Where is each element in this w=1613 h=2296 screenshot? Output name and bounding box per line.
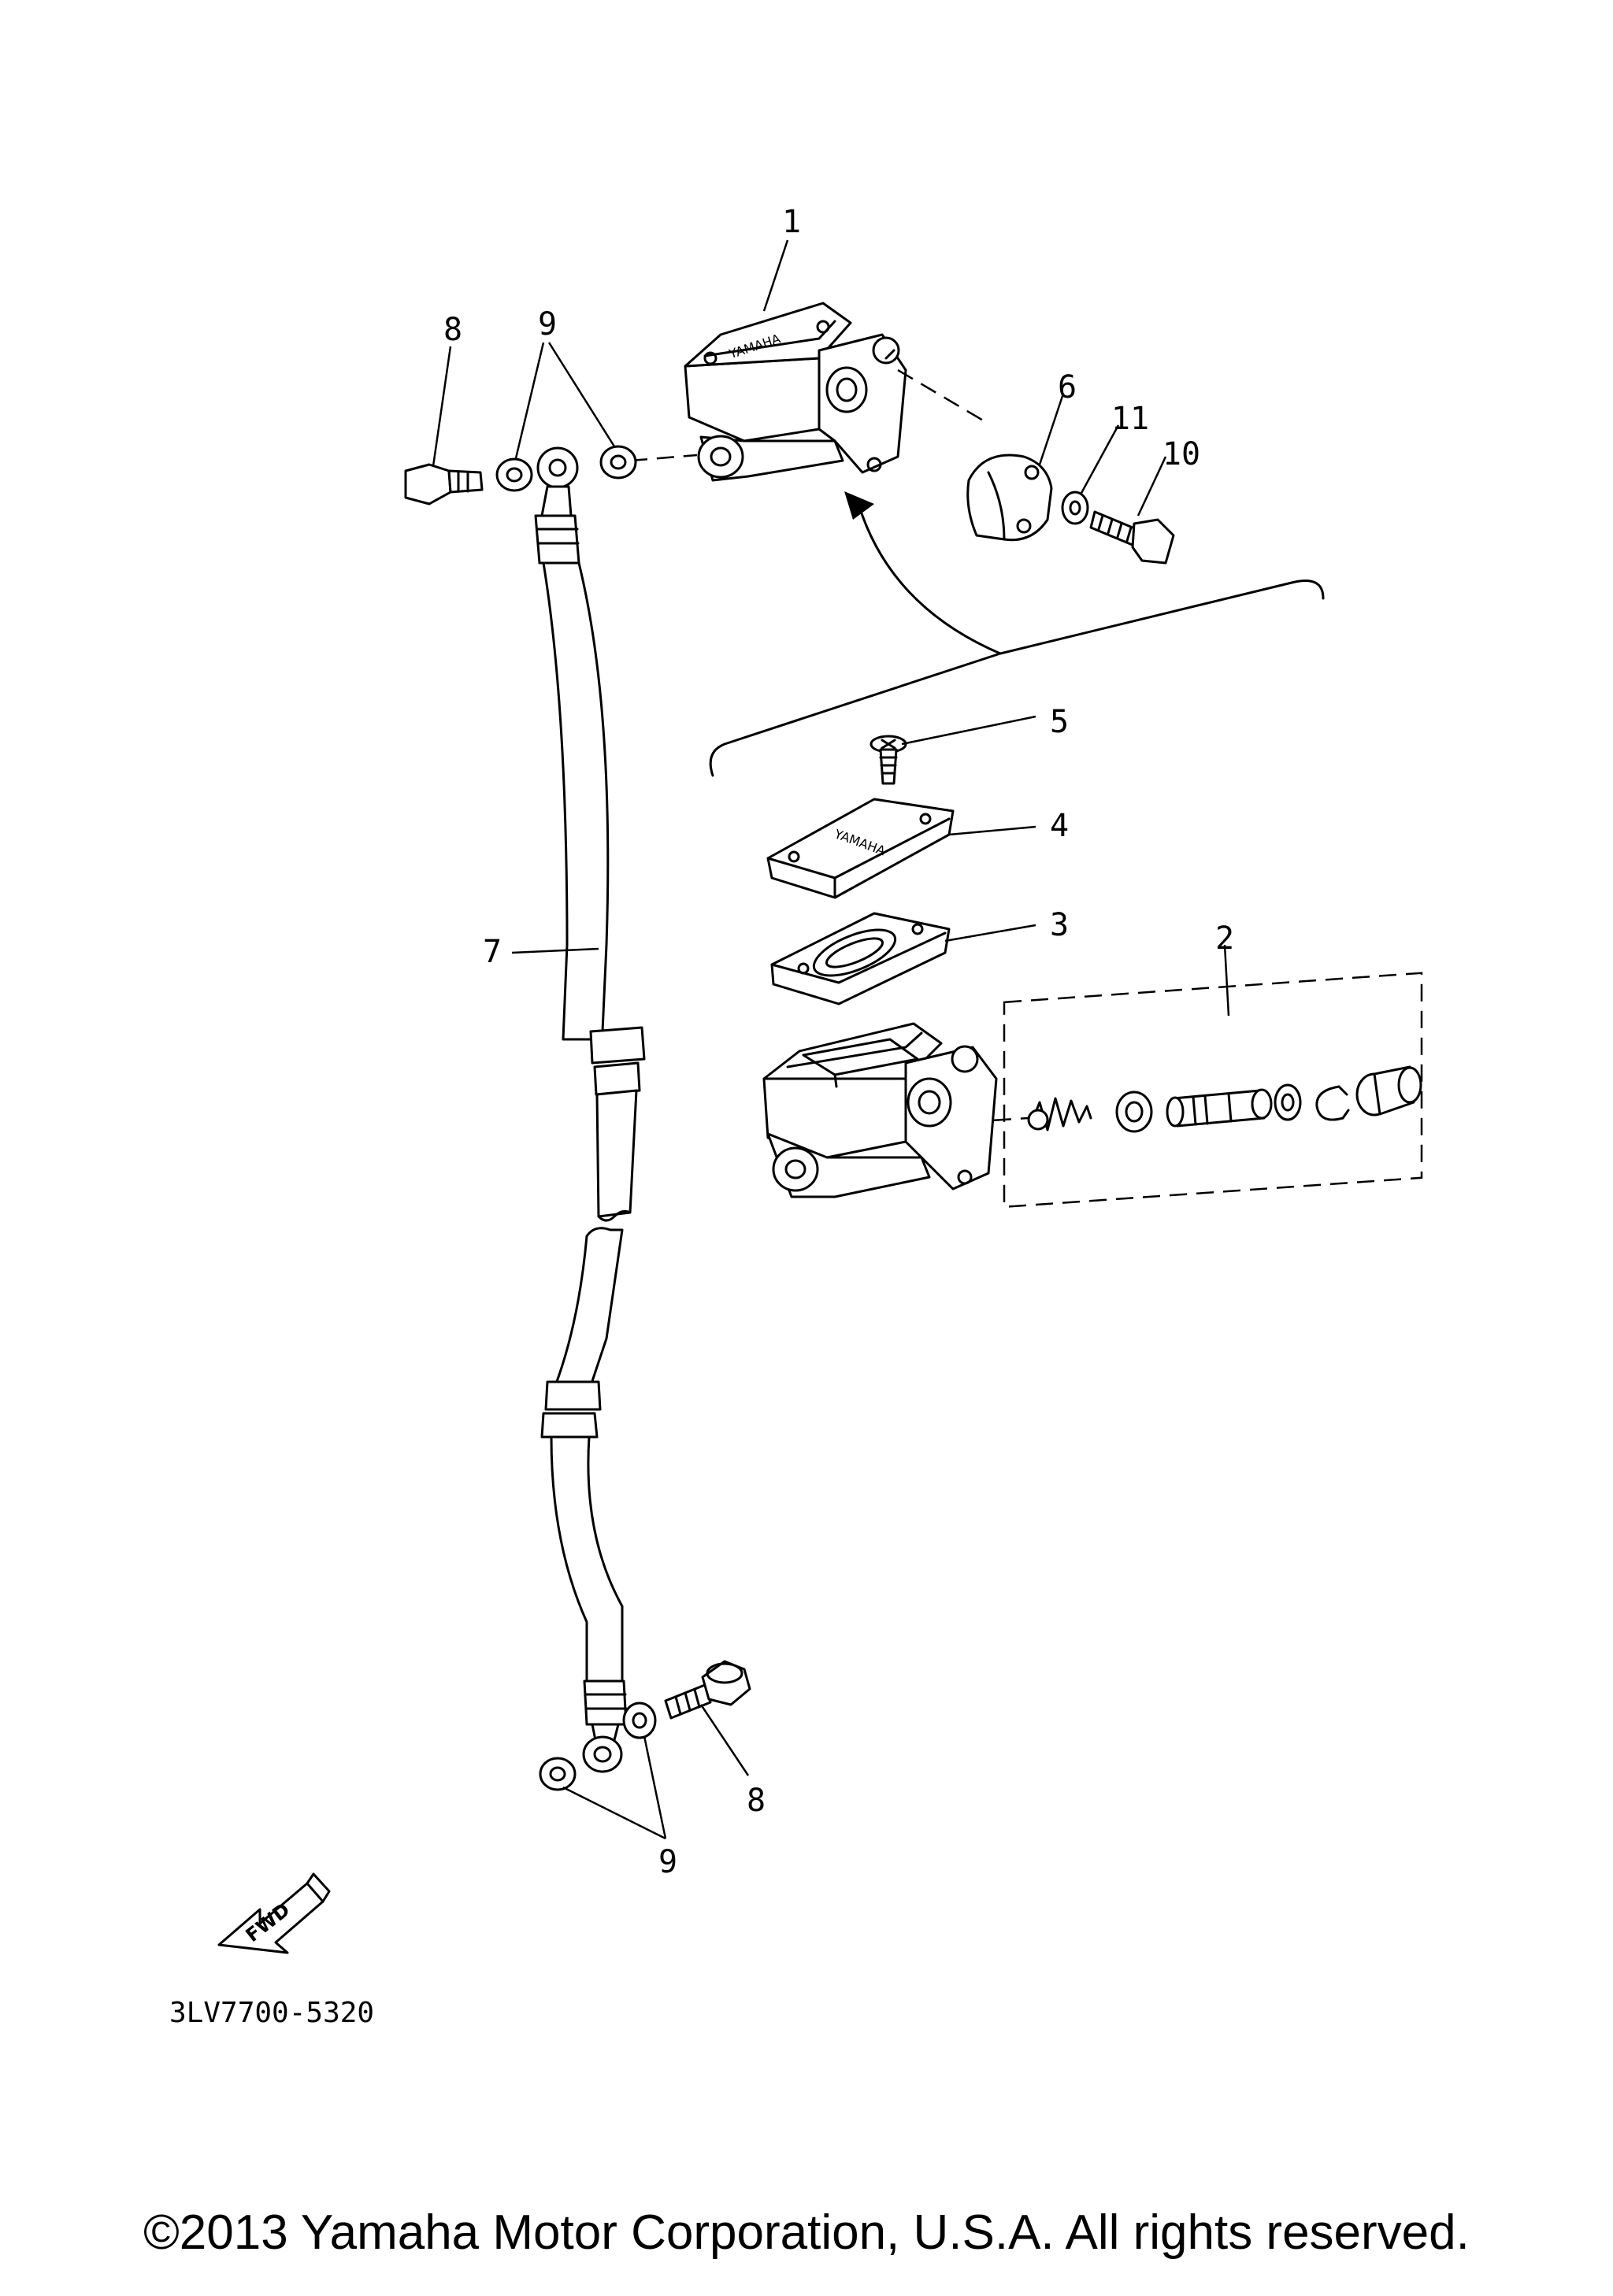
banjo-bolt-top [404, 463, 484, 505]
assembly-arrow-head [844, 491, 874, 520]
brake-hose [534, 446, 646, 1773]
callout-8-bottom: 8 [747, 1783, 766, 1819]
callout-3: 3 [1050, 907, 1069, 943]
callout-11: 11 [1111, 401, 1149, 437]
assembly-arrow [857, 502, 1002, 655]
master-cylinder-body [762, 1022, 998, 1198]
callout-4: 4 [1050, 808, 1069, 844]
diaphragm-3 [770, 912, 951, 1005]
crush-washer-top-left [495, 457, 533, 492]
crush-washer-top-right [599, 445, 637, 480]
exploded-view-bracket [709, 580, 1325, 777]
callout-8-top: 8 [443, 312, 462, 348]
piston-kit-box [1003, 972, 1423, 1209]
callout-7: 7 [483, 934, 502, 970]
master-cylinder-holder [966, 454, 1053, 542]
callout-2: 2 [1215, 920, 1234, 957]
banjo-bolt-bottom [664, 1660, 751, 1720]
crush-washer-bottom-right [622, 1702, 657, 1739]
connection-line [897, 368, 985, 423]
crush-washer-bottom-left [539, 1757, 577, 1791]
connection-line [629, 454, 698, 462]
copyright-notice: ©2013 Yamaha Motor Corporation, U.S.A. A… [143, 2205, 1470, 2260]
leader-lines [432, 239, 1230, 1840]
washer-11 [1061, 491, 1089, 525]
callout-9-top: 9 [538, 306, 557, 343]
screw-5 [870, 735, 907, 785]
piston-kit-parts [1027, 1065, 1422, 1133]
bolt-10 [1089, 510, 1175, 565]
callout-1: 1 [782, 204, 801, 240]
callout-9-bottom: 9 [658, 1844, 677, 1880]
reservoir-cover-4: YAMAHA [766, 798, 955, 899]
callout-10: 10 [1162, 436, 1200, 472]
callout-5: 5 [1050, 704, 1069, 740]
master-cylinder-assembly: YAMAHA [684, 302, 907, 482]
diagram-code: 3LV7700-5320 [169, 1997, 374, 2029]
callout-numbers: 1 2 3 4 5 6 7 8 8 9 9 10 11 [443, 204, 1234, 1880]
callout-6: 6 [1058, 369, 1077, 406]
fwd-arrow-icon: FWD [217, 1872, 331, 1954]
